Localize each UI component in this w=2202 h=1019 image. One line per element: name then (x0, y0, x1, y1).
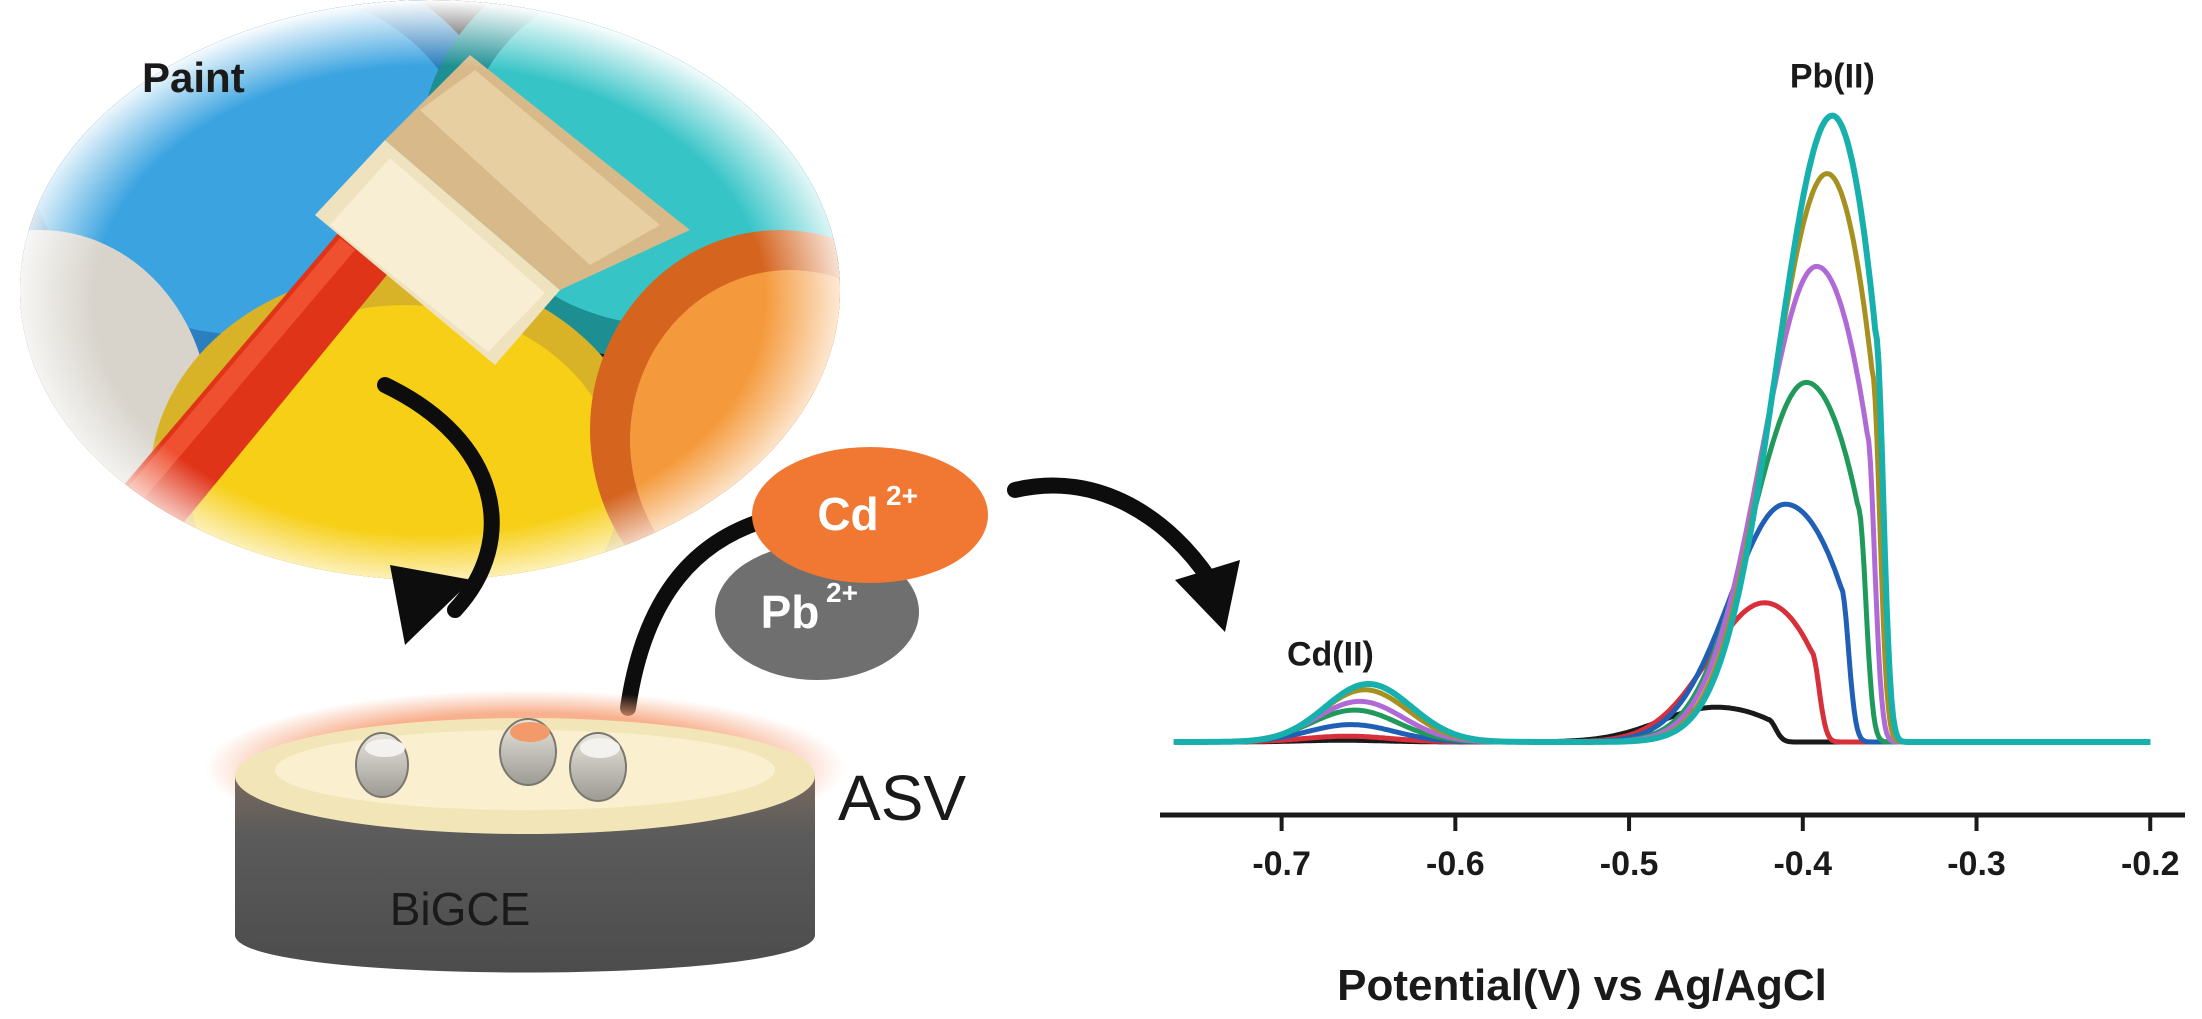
x-axis-ticks: -0.7 -0.6 -0.5 -0.4 -0.3 -0.2 (1252, 815, 2180, 883)
cd-ion-label: Cd (817, 488, 878, 540)
deposited-particle-1 (355, 732, 409, 798)
x-tick-label: -0.6 (1426, 845, 1485, 883)
cd-ion-bubble: Cd 2+ (752, 447, 988, 583)
arrow-electrode-to-ions (620, 512, 773, 716)
pb-peak-label: Pb(II) (1790, 58, 1875, 96)
voltammogram-chart: -0.7 -0.6 -0.5 -0.4 -0.3 -0.2 Cd(II) Pb(II) Po… (1160, 58, 2185, 1010)
cd-ion-charge: 2+ (886, 480, 918, 511)
paint-label: Paint (142, 54, 245, 101)
peak-labels: Cd(II) Pb(II) (1287, 58, 1875, 674)
pb-ion-label: Pb (761, 586, 820, 638)
x-tick-label: -0.4 (1773, 845, 1832, 883)
deposited-particle-3 (569, 732, 627, 802)
x-axis-title: Potential(V) vs Ag/AgCl (1337, 961, 1827, 1010)
voltammogram-series-3 (1173, 501, 2152, 745)
voltammogram-curves (1172, 112, 2152, 745)
electrode-label: BiGCE (390, 883, 531, 935)
arrow-paint-to-electrode (377, 377, 500, 645)
voltammogram-series-7 (1172, 112, 2152, 745)
asv-label: ASV (838, 762, 966, 834)
x-tick-label: -0.7 (1252, 845, 1311, 883)
deposited-particle-2 (499, 718, 557, 786)
bigce-electrode: BiGCE (205, 690, 845, 973)
x-tick-label: -0.2 (2121, 845, 2180, 883)
cd-peak-label: Cd(II) (1287, 636, 1374, 674)
x-tick-label: -0.5 (1600, 845, 1659, 883)
arrow-ions-to-chart (1007, 477, 1240, 632)
x-tick-label: -0.3 (1947, 845, 2006, 883)
voltammogram-series-4 (1173, 379, 2152, 745)
